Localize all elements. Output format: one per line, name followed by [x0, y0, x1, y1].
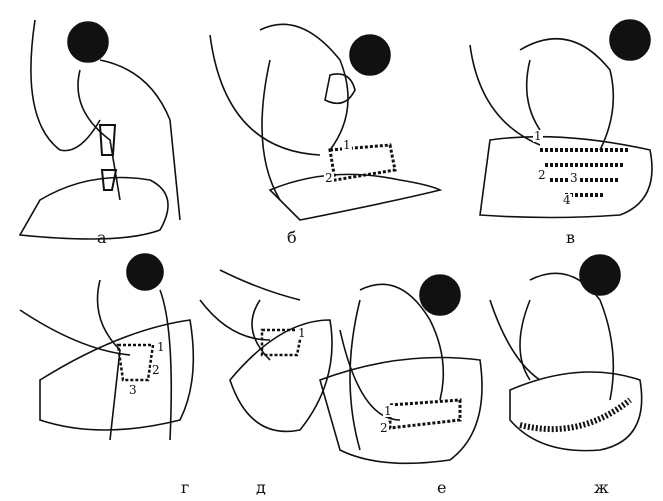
- step-number: 2: [379, 421, 389, 435]
- panel-label-d: д: [256, 478, 266, 497]
- step-number: 1: [383, 404, 393, 418]
- step-number: 1: [342, 138, 352, 152]
- panel-label-e: е: [437, 478, 447, 497]
- step-number: 2: [324, 171, 334, 185]
- panel-g-drawing: [19, 253, 195, 441]
- panel-label-g: г: [181, 478, 190, 497]
- panel-label-zh: ж: [594, 478, 609, 497]
- panel-label-a: а: [97, 228, 107, 247]
- step-number: 2: [537, 168, 547, 182]
- panel-v-drawing: [469, 19, 653, 219]
- panel-e-drawing: [319, 274, 483, 465]
- step-number: 4: [562, 193, 572, 207]
- panel-zh-drawing: [489, 254, 643, 452]
- step-number: 1: [297, 326, 307, 340]
- step-number: 2: [151, 363, 161, 377]
- panel-b-drawing: [209, 23, 443, 221]
- step-number: 3: [569, 171, 579, 185]
- panel-d-drawing: [199, 269, 333, 433]
- step-number: 1: [533, 129, 543, 143]
- panel-label-b: б: [287, 228, 297, 247]
- step-number: 1: [156, 340, 166, 354]
- panel-a-drawing: [18, 19, 181, 240]
- panel-label-v: в: [566, 228, 576, 247]
- step-number: 3: [128, 383, 138, 397]
